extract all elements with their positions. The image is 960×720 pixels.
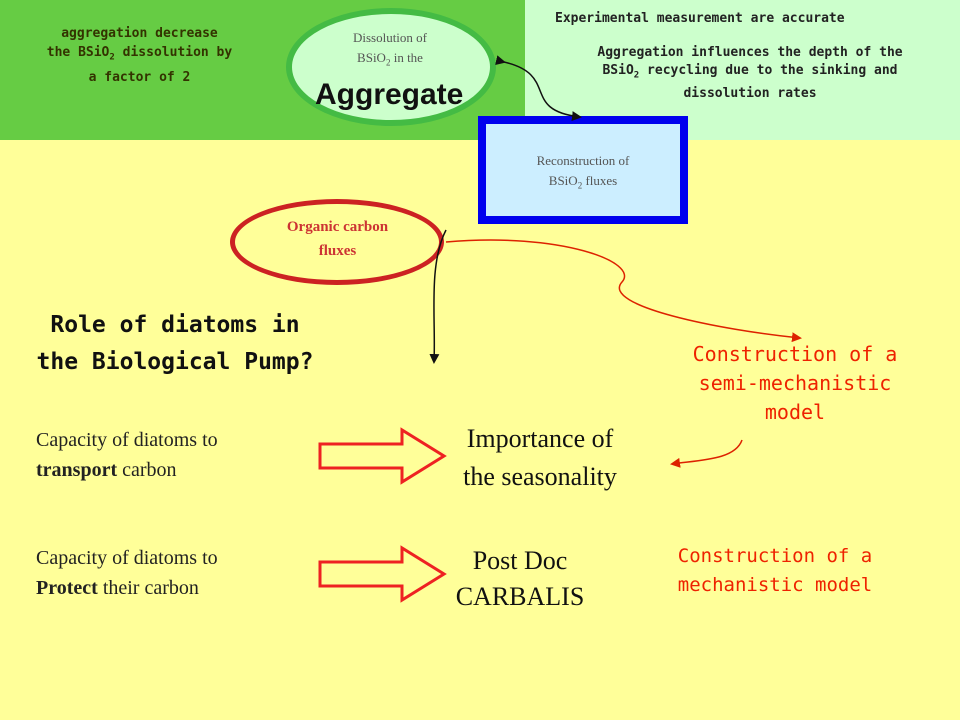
aggregate-node-title: Aggregate — [315, 78, 464, 111]
seasonality-importance-text: Importance of the seasonality — [463, 424, 617, 491]
transport-capacity-text: Capacity of diatoms to transport carbon — [36, 429, 218, 481]
organic-carbon-down-arrow — [429, 229, 447, 364]
mechanistic-model-text: Construction of a mechanistic model — [677, 545, 873, 596]
reconstruction-node — [478, 116, 688, 224]
aggregate-reconstruction-connector — [495, 55, 582, 122]
role-of-diatoms-title: Role of diatoms in the Biological Pump? — [36, 312, 314, 375]
model-seasonality-arrow — [670, 439, 743, 468]
aggregation-influence-text: Aggregation influences the depth of the … — [597, 45, 903, 101]
semi-mechanistic-model-text: Construction of a semi-mechanistic model — [692, 342, 898, 424]
aggregation-finding-text: aggregation decrease the BSiO2 dissoluti… — [46, 26, 233, 85]
measurement-accuracy-text: Experimental measurement are accurate — [555, 11, 845, 26]
aggregate-node-label: Dissolution of BSiO2 in the — [352, 30, 428, 68]
postdoc-carbalis-text: Post Doc CARBALIS — [455, 546, 585, 611]
aggregate-node — [286, 8, 496, 126]
protect-capacity-text: Capacity of diatoms to Protect their car… — [36, 547, 218, 599]
organic-carbon-model-arrow — [445, 239, 802, 343]
protect-to-postdoc-arrow — [318, 545, 447, 603]
transport-to-seasonality-arrow — [318, 427, 447, 485]
organic-carbon-node-label: Organic carbon fluxes — [286, 219, 389, 259]
reconstruction-node-label: Reconstruction of BSiO2 fluxes — [536, 153, 630, 191]
